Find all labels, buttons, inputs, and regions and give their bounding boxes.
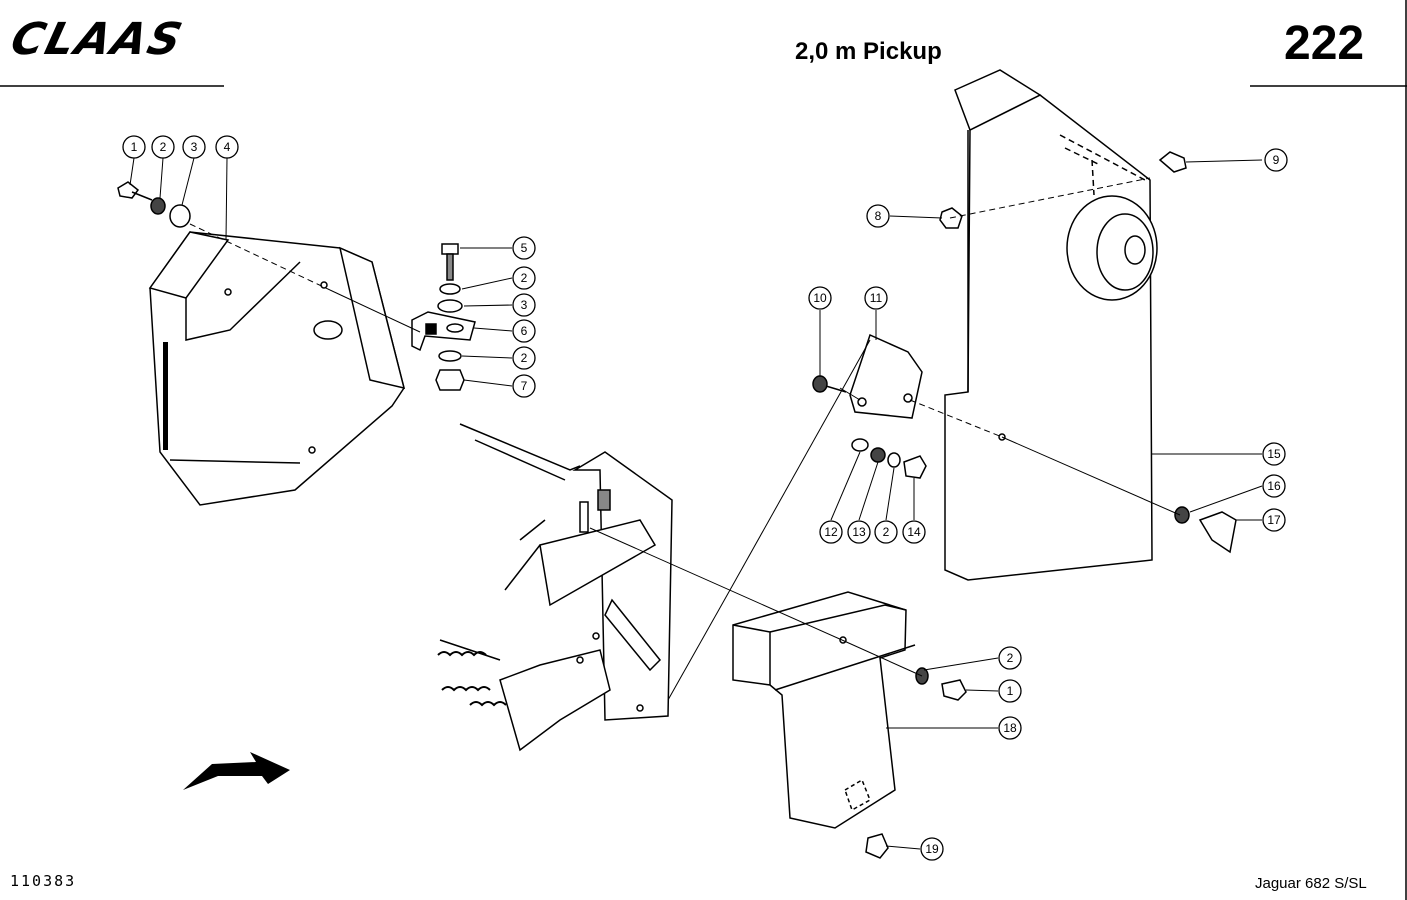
svg-text:1: 1 [131,140,138,154]
callout-2: 2 [512,346,536,370]
callout-12: 12 [819,520,843,544]
svg-text:16: 16 [1267,479,1281,493]
callout-19: 19 [920,837,944,861]
bolt-washer-set-top-left [117,181,191,228]
svg-text:9: 9 [1273,153,1280,167]
left-guard-part-4 [148,231,406,506]
svg-text:19: 19 [925,842,939,856]
page-title: 2,0 m Pickup [795,38,942,65]
svg-text:2: 2 [521,351,528,365]
svg-text:11: 11 [870,291,883,305]
svg-text:2: 2 [1007,651,1014,665]
svg-text:3: 3 [191,140,198,154]
svg-text:17: 17 [1267,513,1281,527]
callout-5: 5 [512,236,536,260]
callout-2: 2 [874,520,898,544]
svg-text:12: 12 [824,525,838,539]
bracket-part-11 [849,333,923,419]
bracket-part-6 [411,311,476,352]
document-number: 110383 [10,872,77,890]
svg-text:13: 13 [852,525,866,539]
callout-1: 1 [998,679,1022,703]
callout-1: 1 [122,135,146,159]
svg-text:7: 7 [521,379,528,393]
callout-18: 18 [998,716,1022,740]
callout-13: 13 [847,520,871,544]
callout-leaders [129,157,1263,850]
svg-text:2: 2 [883,525,890,539]
callout-2: 2 [998,646,1022,670]
callout-8: 8 [866,204,890,228]
callout-10: 10 [808,286,832,310]
pickup-frame [437,423,673,752]
callout-15: 15 [1262,442,1286,466]
right-housing-part-15 [944,69,1158,581]
deflector-part-18 [732,591,916,829]
machine-model: Jaguar 682 S/SL [1255,875,1367,892]
callout-2: 2 [151,135,175,159]
svg-text:8: 8 [875,209,882,223]
callout-9: 9 [1264,148,1288,172]
callout-4: 4 [215,135,239,159]
hardware-stack-center [435,243,465,391]
svg-text:5: 5 [521,241,528,255]
svg-text:14: 14 [907,525,921,539]
callout-17: 17 [1262,508,1286,532]
svg-text:1: 1 [1007,684,1014,698]
callout-14: 14 [902,520,926,544]
callout-3: 3 [512,293,536,317]
svg-text:2: 2 [160,140,167,154]
travel-direction-arrow [183,752,290,790]
callout-7: 7 [512,374,536,398]
svg-text:2: 2 [521,271,528,285]
svg-text:3: 3 [521,298,528,312]
callout-16: 16 [1262,474,1286,498]
callout-11: 11 [864,286,888,310]
svg-text:15: 15 [1267,447,1281,461]
svg-text:6: 6 [521,324,528,338]
svg-text:18: 18 [1003,721,1017,735]
callout-6: 6 [512,319,536,343]
svg-text:10: 10 [813,291,827,305]
page-number: 222 [1284,17,1365,70]
pickup-tines [437,651,507,707]
callout-bubbles: 1 2 3 4 5 2 3 6 2 7 8 9 10 11 12 13 2 14… [122,135,1288,861]
svg-text:4: 4 [224,140,231,154]
callout-2: 2 [512,266,536,290]
assembly-lines [189,177,1181,701]
callout-3: 3 [182,135,206,159]
